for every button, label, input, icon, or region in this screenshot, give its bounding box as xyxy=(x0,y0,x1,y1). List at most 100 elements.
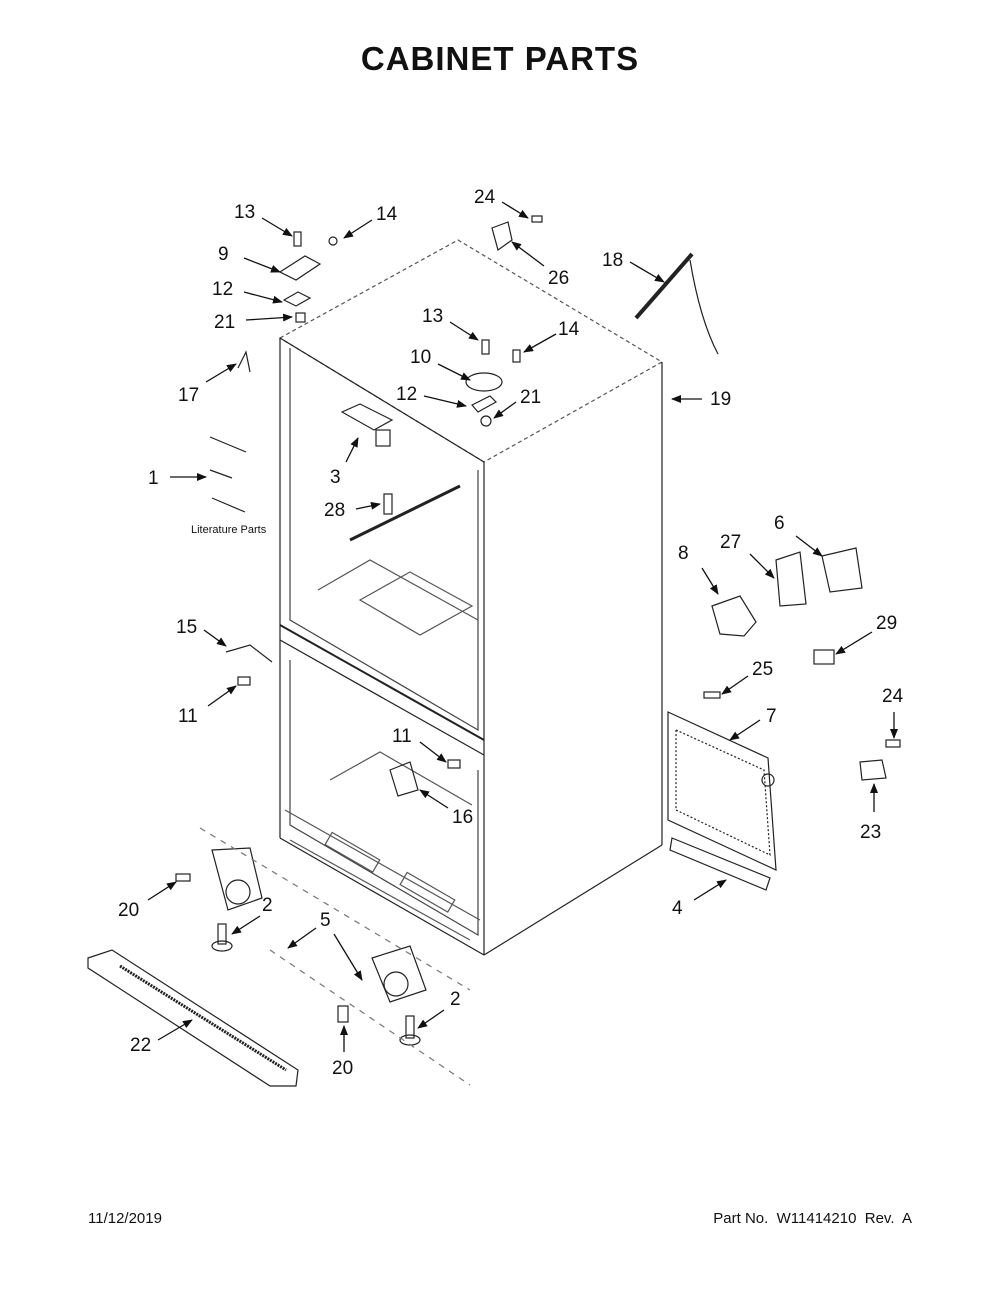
arrow-11-mid xyxy=(419,741,447,763)
callout-25: 25 xyxy=(752,659,773,680)
callout-27: 27 xyxy=(720,532,741,553)
screw-20-left xyxy=(175,873,191,882)
callout-7: 7 xyxy=(766,706,777,727)
arrow-17 xyxy=(205,363,237,383)
arrow-2-left xyxy=(231,915,261,935)
screw-24-right xyxy=(885,739,901,748)
grille-7 xyxy=(667,711,777,871)
arrow-4 xyxy=(693,879,727,901)
callout-20: 20 xyxy=(332,1058,353,1079)
screw-13-mid xyxy=(481,339,490,355)
screw-13-top xyxy=(293,231,302,247)
part-15 xyxy=(225,644,273,663)
callout-19: 19 xyxy=(710,389,731,410)
callout-12: 12 xyxy=(212,279,233,300)
callout-21: 21 xyxy=(214,312,235,333)
arrow-14-mid xyxy=(523,333,557,353)
cabinet-outline xyxy=(278,239,664,956)
callout-26: 26 xyxy=(548,268,569,289)
leveler-bracket-left xyxy=(211,847,263,911)
callout-2: 2 xyxy=(262,895,273,916)
shim-12-top xyxy=(282,291,312,307)
tube-18 xyxy=(634,252,719,355)
arrow-6 xyxy=(795,535,823,557)
valve-8 xyxy=(711,595,757,637)
arrow-13-mid xyxy=(449,321,479,341)
toe-grille-22 xyxy=(87,949,299,1087)
cover-27 xyxy=(775,551,807,607)
part-29 xyxy=(813,649,835,665)
callout-5: 5 xyxy=(320,910,331,931)
arrow-29 xyxy=(835,631,873,655)
bracket-6 xyxy=(821,547,863,593)
arrow-3 xyxy=(345,437,359,463)
arrow-22 xyxy=(157,1019,193,1041)
bracket-17 xyxy=(237,350,251,373)
callout-16: 16 xyxy=(452,807,473,828)
hinge-10 xyxy=(465,372,503,392)
callout-24: 24 xyxy=(882,686,904,707)
arrow-18 xyxy=(629,261,665,283)
part-4 xyxy=(669,837,771,891)
arrow-15 xyxy=(203,629,227,647)
arrow-12-top xyxy=(243,291,283,304)
callout-10: 10 xyxy=(410,347,431,368)
callout-29: 29 xyxy=(876,613,897,634)
callout-23: 23 xyxy=(860,822,881,843)
screw-11-mid xyxy=(447,759,461,769)
arrow-25 xyxy=(721,675,749,695)
callout-17: 17 xyxy=(178,385,199,406)
screw-25 xyxy=(703,691,721,699)
arrow-27 xyxy=(749,553,775,579)
literature-parts xyxy=(209,436,247,513)
hinge-9 xyxy=(278,255,322,281)
callout-15: 15 xyxy=(176,617,197,638)
arrow-20-left xyxy=(147,881,177,901)
arrow-14-top xyxy=(343,219,373,239)
arrow-2-right xyxy=(417,1009,445,1029)
footer-part-number: Part No. W11414210 Rev. A xyxy=(713,1210,912,1227)
screw-11-left xyxy=(237,676,251,686)
arrow-13-top xyxy=(261,217,293,237)
washer-21-top xyxy=(295,312,306,323)
page-title: CABINET PARTS xyxy=(360,40,640,77)
arrow-26 xyxy=(511,241,545,267)
callout-11: 11 xyxy=(392,726,412,747)
leveler-bracket-right xyxy=(371,945,427,1003)
hinge-26 xyxy=(491,221,513,251)
arrow-9 xyxy=(243,257,281,273)
callout-14: 14 xyxy=(376,204,398,225)
footer-date: 11/12/2019 xyxy=(88,1210,162,1227)
arrow-21-top xyxy=(245,313,293,322)
screw-14-top xyxy=(328,236,338,246)
callout-22: 22 xyxy=(130,1035,151,1056)
callout-9: 9 xyxy=(218,244,229,265)
part-23 xyxy=(859,759,887,781)
callout-8: 8 xyxy=(678,543,689,564)
screw-24-top xyxy=(531,215,543,223)
arrow-12-mid xyxy=(423,395,467,408)
screw-20-right xyxy=(337,1005,349,1023)
callout-28: 28 xyxy=(324,500,345,521)
arrow-16 xyxy=(419,789,449,809)
arrow-5-left xyxy=(287,927,317,949)
callout-13: 13 xyxy=(422,306,443,327)
callout-13: 13 xyxy=(234,202,255,223)
callout-3: 3 xyxy=(330,467,341,488)
callout-18: 18 xyxy=(602,250,623,271)
callout-14: 14 xyxy=(558,319,580,340)
callout-4: 4 xyxy=(672,898,683,919)
part-16 xyxy=(389,761,419,797)
arrow-24-top xyxy=(501,201,529,219)
callout-24: 24 xyxy=(474,187,496,208)
arrow-7 xyxy=(729,719,761,741)
washer-21-mid xyxy=(480,415,492,427)
arrow-10 xyxy=(437,363,471,381)
arrow-8 xyxy=(701,567,719,595)
leveler-2-left xyxy=(211,923,233,952)
arrow-21-mid xyxy=(493,401,517,419)
callout-12: 12 xyxy=(396,384,417,405)
shim-12-mid xyxy=(471,395,497,413)
callout-1: 1 xyxy=(148,468,159,489)
